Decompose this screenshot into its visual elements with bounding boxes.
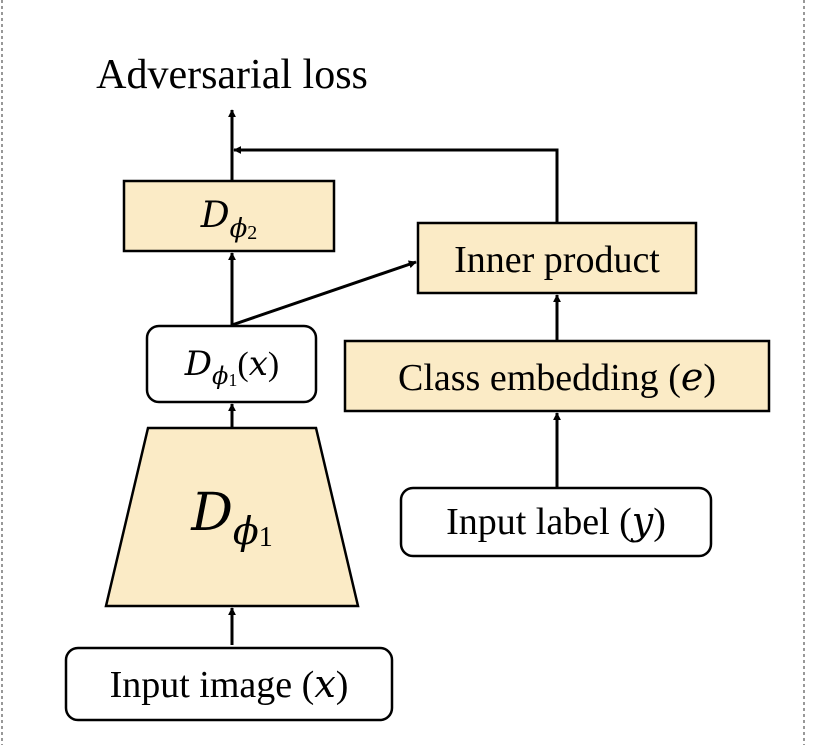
- d-phi1-x-label: Dϕ1(x): [184, 344, 279, 390]
- adversarial-loss-label: Adversarial loss: [96, 52, 368, 98]
- input-image-box: [64, 646, 394, 722]
- inner-product-label: Inner product: [454, 239, 660, 281]
- input-label-box: [399, 486, 713, 558]
- d-phi2-label: Dϕ2: [200, 195, 258, 244]
- input-image-text: Input image (x): [110, 662, 349, 706]
- d-phi1-label: Dϕ1: [190, 483, 273, 553]
- arrow-inner-to-loss: [233, 146, 559, 222]
- d-phi2-box: [122, 179, 336, 253]
- arrow-dphi1x-to-inner: [231, 260, 417, 327]
- input-label-text: Input label (y): [446, 499, 666, 543]
- class-embedding-label: Class embedding (e): [398, 355, 716, 399]
- d-phi1-trapezoid: [104, 426, 360, 608]
- inner-product-box: [416, 221, 698, 295]
- d-phi1-x-box: [145, 324, 318, 404]
- class-embedding-box: [343, 339, 771, 413]
